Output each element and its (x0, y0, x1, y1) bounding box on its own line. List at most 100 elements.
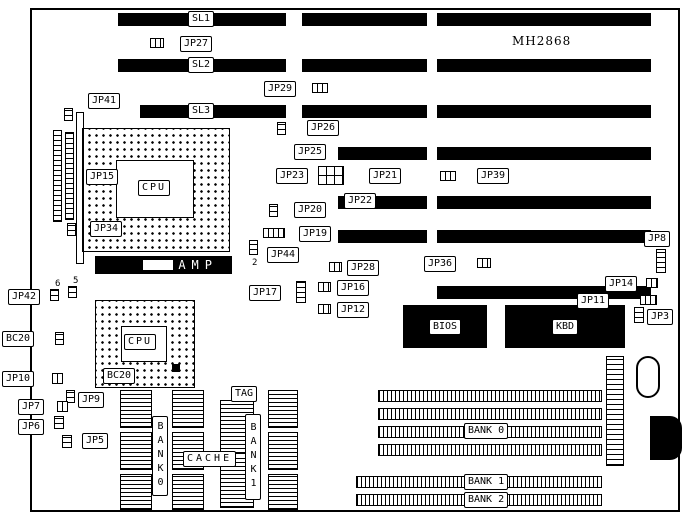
bios-label: BIOS (428, 318, 462, 335)
jp26-connector (277, 122, 286, 135)
simm-socket (378, 408, 602, 420)
cpu-1-label: CPU (138, 180, 171, 196)
isa-slot-bar (338, 230, 427, 243)
jumper-label-jp14: JP14 (605, 276, 638, 292)
isa-slot-bar (302, 13, 427, 26)
jp42-pin-5: 5 (73, 276, 79, 286)
jp10-connector (52, 373, 63, 384)
pin-strip-left-2 (65, 132, 74, 220)
keyboard-din-connector (650, 416, 682, 460)
jumper-label-jp16: JP16 (337, 280, 370, 296)
jumper-label-jp12: JP12 (337, 302, 370, 318)
jp23-jp21-jumper-block (318, 166, 344, 185)
jp11-connector (640, 295, 657, 305)
jumper-label-jp39: JP39 (477, 168, 510, 184)
jumper-label-jp5: JP5 (82, 433, 109, 449)
jumper-label-jp19: JP19 (299, 226, 332, 242)
cpu-2-label: CPU (124, 334, 157, 350)
jumper-label-jp28: JP28 (347, 260, 380, 276)
cache-chip (120, 432, 152, 470)
jp5-connector (62, 435, 72, 448)
jumper-label-jp9: JP9 (78, 392, 105, 408)
bc20-connector (55, 332, 64, 345)
cache-chip (268, 474, 298, 510)
jp7-connector (57, 401, 68, 412)
slot-label-sl1: SL1 (188, 11, 215, 27)
jp34-connector (67, 223, 76, 236)
isa-slot-bar (437, 196, 651, 209)
kbd-chip: KBD (505, 305, 625, 348)
battery-outline (636, 356, 660, 398)
jp39-connector (440, 171, 456, 181)
slot-label-sl2: SL2 (188, 57, 215, 73)
jp42-connector-a (50, 289, 59, 301)
jumper-label-jp7: JP7 (18, 399, 45, 415)
jp3-connector (634, 307, 644, 323)
jp19-connector (263, 228, 285, 238)
jumper-label-jp23: JP23 (276, 168, 309, 184)
jumper-label-jp8: JP8 (644, 231, 671, 247)
pin-strip-left-1 (53, 130, 62, 222)
jp8-connector (656, 249, 666, 273)
jumper-label-jp29: JP29 (264, 81, 297, 97)
isa-slot-bar (437, 230, 651, 243)
jumper-label-jp41: JP41 (88, 93, 121, 109)
cache-bank1-label: BANK1 (245, 414, 261, 500)
jp20-connector (269, 204, 278, 217)
cache-label: CACHE (183, 451, 237, 467)
bank1-label: BANK 1 (464, 474, 509, 490)
tag-label: TAG (231, 386, 258, 402)
simm-socket (378, 444, 602, 456)
jumper-label-jp17: JP17 (249, 285, 282, 301)
jumper-label-bc20-left: BC20 (2, 331, 35, 347)
cache-chip (172, 390, 204, 428)
cache-chip (120, 474, 152, 510)
jp41-connector (64, 108, 73, 121)
jumper-label-jp34: JP34 (90, 221, 123, 237)
jp44-connector (249, 240, 258, 255)
isa-slot-bar (302, 59, 427, 72)
jp29-connector (312, 83, 328, 93)
bank2-label: BANK 2 (464, 492, 509, 508)
isa-slot-bar (437, 147, 651, 160)
jumper-label-jp11: JP11 (577, 293, 610, 309)
board-model: MH2868 (512, 34, 572, 48)
isa-slot-bar (437, 13, 651, 26)
jp12-connector (318, 304, 331, 314)
isa-slot-bar (437, 59, 651, 72)
slot-label-sl3: SL3 (188, 103, 215, 119)
bank0-label: BANK 0 (464, 423, 509, 439)
cache-bank0-label: BANK0 (152, 416, 168, 496)
cache-chip (120, 390, 152, 428)
jp42-pin-6: 6 (55, 279, 61, 289)
amp-white-window (143, 260, 173, 270)
jp28-connector (329, 262, 342, 272)
jumper-label-jp42: JP42 (8, 289, 41, 305)
jumper-label-jp27: JP27 (180, 36, 213, 52)
kbd-label: KBD (551, 318, 579, 335)
jumper-label-jp21: JP21 (369, 168, 402, 184)
simm-socket (378, 390, 602, 402)
power-connector (606, 356, 624, 466)
jumper-label-jp36: JP36 (424, 256, 457, 272)
jumper-label-jp22: JP22 (344, 193, 377, 209)
jumper-label-jp25: JP25 (294, 144, 327, 160)
jp42-connector-b (68, 286, 77, 298)
jp9-connector (66, 390, 75, 403)
cache-chip (172, 474, 204, 510)
isa-slot-bar (437, 105, 651, 118)
jp17-connector (296, 281, 306, 303)
jumper-label-jp44: JP44 (267, 247, 300, 263)
jp6-connector (54, 416, 64, 429)
isa-slot-bar (302, 105, 427, 118)
jp44-pin-number: 2 (252, 258, 258, 268)
jumper-label-jp3: JP3 (647, 309, 674, 325)
jp36-connector (477, 258, 491, 268)
jumper-label-bc20-socket: BC20 (103, 368, 136, 384)
jp27-connector (150, 38, 164, 48)
cpu-socket-2-pin1-dot (172, 364, 180, 372)
cache-chip (268, 432, 298, 470)
cache-chip (268, 390, 298, 428)
jp16-connector (318, 282, 331, 292)
